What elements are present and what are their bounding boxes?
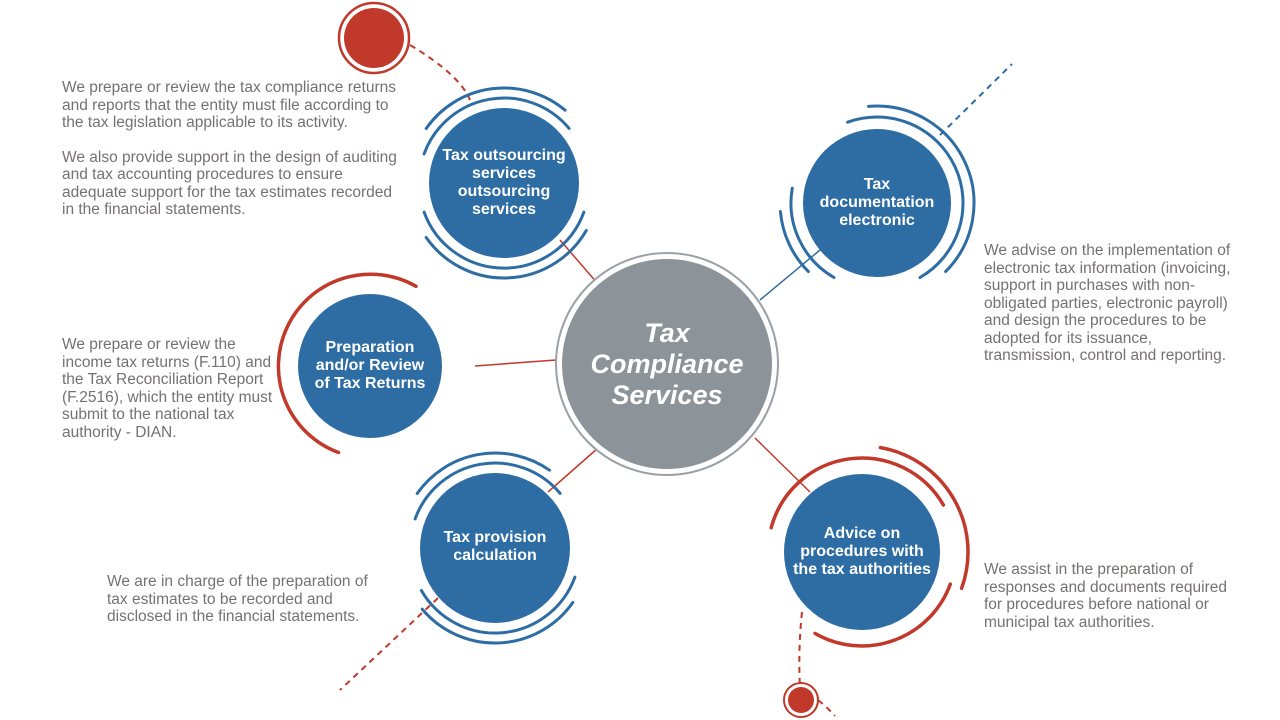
ring-arc-outsourcing-inner-top: [422, 96, 571, 156]
connector-authorities: [754, 437, 811, 493]
desc-outsourcing: We prepare or review the tax compliance …: [62, 79, 402, 219]
node-circle-authorities: [784, 474, 940, 630]
ring-arc-tax-returns: [276, 272, 418, 455]
node-circle-outsourcing: [429, 108, 579, 258]
decor-dot-bottom: [788, 687, 814, 713]
ring-arc-outsourcing-outer-bottom: [424, 229, 588, 280]
connector-outsourcing: [559, 239, 599, 285]
ring-arc-provision-inner-bottom: [419, 575, 577, 635]
ring-arc-authorities-bottom: [813, 582, 953, 648]
dashed-line-top-right: [939, 63, 1013, 136]
ring-arc-electronic-outer-left: [778, 210, 810, 274]
connector-provision: [547, 447, 599, 493]
desc-outsourcing-p2: We also provide support in the design of…: [62, 148, 397, 219]
ring-arc-authorities-outer: [878, 445, 970, 591]
ring-arc-outsourcing-inner-bottom: [422, 210, 586, 270]
ring-arc-provision-inner-top: [413, 461, 562, 521]
ring-arc-authorities-top: [769, 456, 946, 530]
dashed-line-top-left: [409, 44, 471, 101]
decor-dot-top: [344, 8, 404, 68]
ring-arc-electronic-outer: [867, 104, 976, 274]
node-label-tax-returns: Preparation and/or Review of Tax Returns: [314, 339, 426, 392]
center-circle: [562, 259, 772, 469]
node-circle-tax-returns: [298, 294, 442, 438]
dashed-line-bottom-tail: [817, 699, 836, 717]
node-label-outsourcing: Tax outsourcing services outsourcing ser…: [442, 147, 566, 218]
desc-authorities: We assist in the preparation of response…: [984, 561, 1227, 631]
ring-arc-outsourcing-outer-top: [424, 86, 567, 130]
ring-arc-provision-outer-bottom: [420, 601, 575, 645]
desc-provision: We are in charge of the preparation of t…: [107, 573, 368, 625]
node-label-provision: Tax provision calculation: [443, 529, 547, 564]
node-label-authorities: Advice on procedures with the tax author…: [793, 525, 931, 578]
desc-outsourcing-p1: We prepare or review the tax compliance …: [62, 79, 396, 131]
center-title: Tax Compliance Services: [590, 317, 744, 410]
node-label-electronic: Tax documentation electronic: [819, 176, 935, 229]
ring-arc-electronic-inner-left: [789, 186, 836, 279]
desc-electronic: We advise on the implementation of elect…: [984, 242, 1231, 364]
desc-tax-returns: We prepare or review the income tax retu…: [62, 336, 273, 441]
dashed-line-bottom: [798, 611, 803, 689]
node-circle-provision: [420, 473, 570, 623]
node-circle-electronic: [803, 129, 951, 277]
dashed-line-bottom-left: [339, 597, 439, 691]
ring-arc-provision-outer-top: [415, 451, 551, 495]
ring-arc-electronic-inner: [846, 115, 965, 279]
connector-tax-returns: [474, 359, 557, 367]
